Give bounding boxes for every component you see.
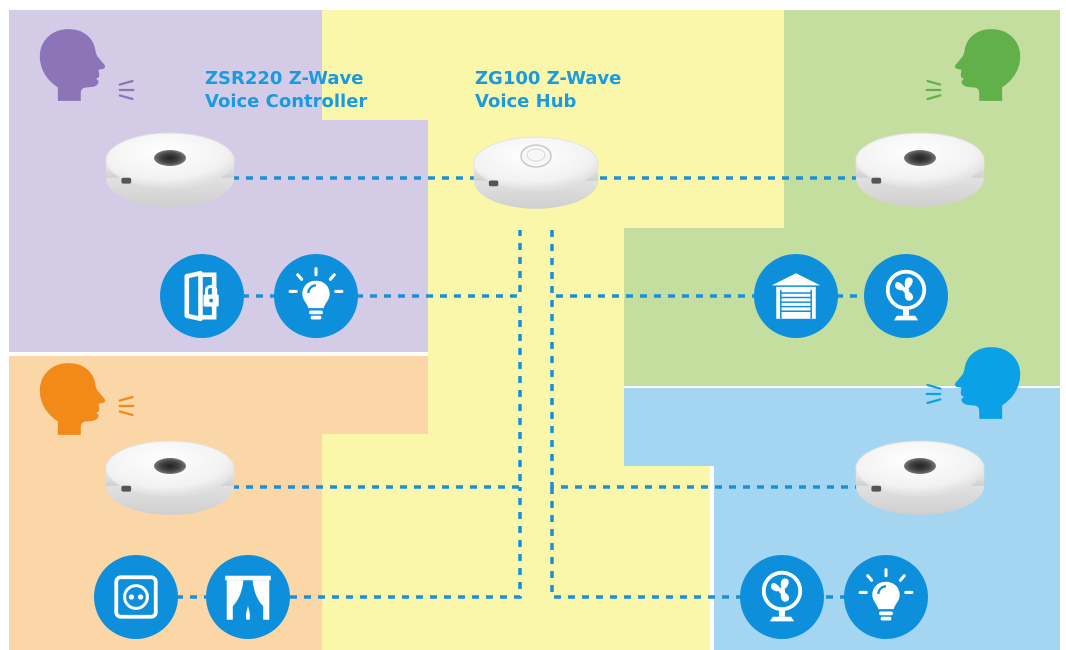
voice-controller-purple bbox=[105, 132, 235, 208]
link-orange-controller bbox=[232, 300, 522, 489]
light-bulb-icon bbox=[274, 254, 358, 338]
zone-green bbox=[624, 10, 1060, 386]
voice-controller-label: ZSR220 Z-Wave Voice Controller bbox=[205, 67, 367, 113]
link-purple-devices bbox=[242, 230, 522, 298]
voice-controller-label-line-1: ZSR220 Z-Wave bbox=[205, 68, 364, 89]
voice-hub-label-line-2: Voice Hub bbox=[475, 91, 577, 112]
light-bulb-icon bbox=[844, 555, 928, 639]
link-orange-devices bbox=[176, 487, 522, 599]
voice-hub-label: ZG100 Z-Wave Voice Hub bbox=[475, 67, 621, 113]
fan-icon bbox=[740, 555, 824, 639]
link-green-devices bbox=[550, 230, 866, 298]
door-lock-icon bbox=[160, 254, 244, 338]
voice-controller-blue bbox=[855, 440, 985, 516]
voice-controller-orange bbox=[105, 440, 235, 516]
power-outlet-icon bbox=[94, 555, 178, 639]
voice-controller-label-line-2: Voice Controller bbox=[205, 91, 368, 112]
garage-door-icon bbox=[754, 254, 838, 338]
voice-controller-green bbox=[855, 132, 985, 208]
voice-hub bbox=[473, 136, 599, 210]
link-lines bbox=[176, 176, 866, 599]
fan-icon bbox=[864, 254, 948, 338]
curtain-icon bbox=[206, 555, 290, 639]
voice-hub-label-line-1: ZG100 Z-Wave bbox=[475, 68, 622, 89]
link-blue-devices bbox=[550, 487, 846, 599]
